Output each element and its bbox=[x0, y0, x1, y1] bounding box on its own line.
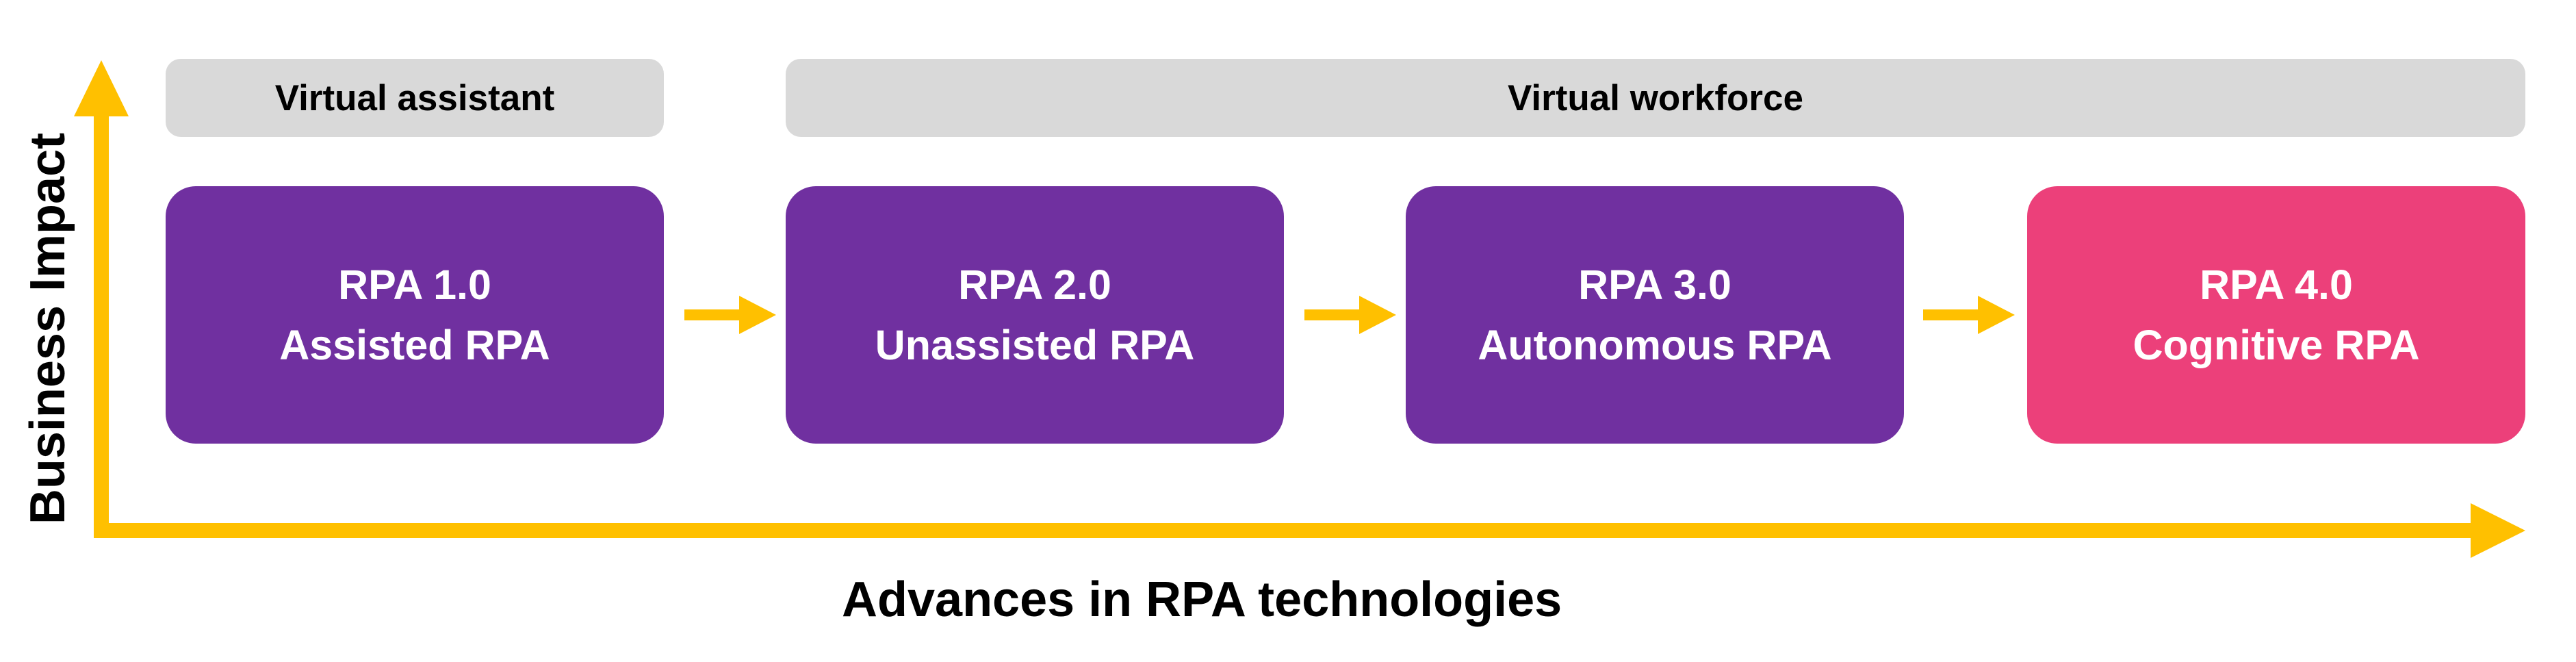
arrow-icon bbox=[684, 296, 776, 334]
y-axis-arrowhead-icon bbox=[74, 60, 129, 116]
stage-subtitle: Autonomous RPA bbox=[1478, 322, 1832, 368]
stage-box-rpa-3: RPA 3.0 Autonomous RPA bbox=[1406, 186, 1904, 444]
arrow-icon bbox=[1304, 296, 1396, 334]
stage-title: RPA 4.0 bbox=[2200, 261, 2353, 308]
band-label: Virtual workforce bbox=[1508, 77, 1803, 118]
stage-title: RPA 1.0 bbox=[338, 261, 491, 308]
stage-box-rpa-1: RPA 1.0 Assisted RPA bbox=[166, 186, 664, 444]
y-axis-title: Business Impact bbox=[21, 132, 75, 525]
band-label: Virtual assistant bbox=[274, 77, 555, 118]
stage-box-rpa-4: RPA 4.0 Cognitive RPA bbox=[2027, 186, 2525, 444]
stage-title: RPA 3.0 bbox=[1578, 261, 1731, 308]
stage-title: RPA 2.0 bbox=[958, 261, 1111, 308]
band-virtual-workforce: Virtual workforce bbox=[786, 59, 2525, 137]
stage-box-rpa-2: RPA 2.0 Unassisted RPA bbox=[786, 186, 1284, 444]
x-axis-arrowhead-icon bbox=[2471, 503, 2525, 558]
stage-subtitle: Unassisted RPA bbox=[875, 322, 1195, 368]
stage-subtitle: Assisted RPA bbox=[279, 322, 550, 368]
band-virtual-assistant: Virtual assistant bbox=[166, 59, 664, 137]
x-axis-title: Advances in RPA technologies bbox=[842, 572, 1562, 627]
arrow-icon bbox=[1923, 296, 2015, 334]
stage-subtitle: Cognitive RPA bbox=[2133, 322, 2420, 368]
